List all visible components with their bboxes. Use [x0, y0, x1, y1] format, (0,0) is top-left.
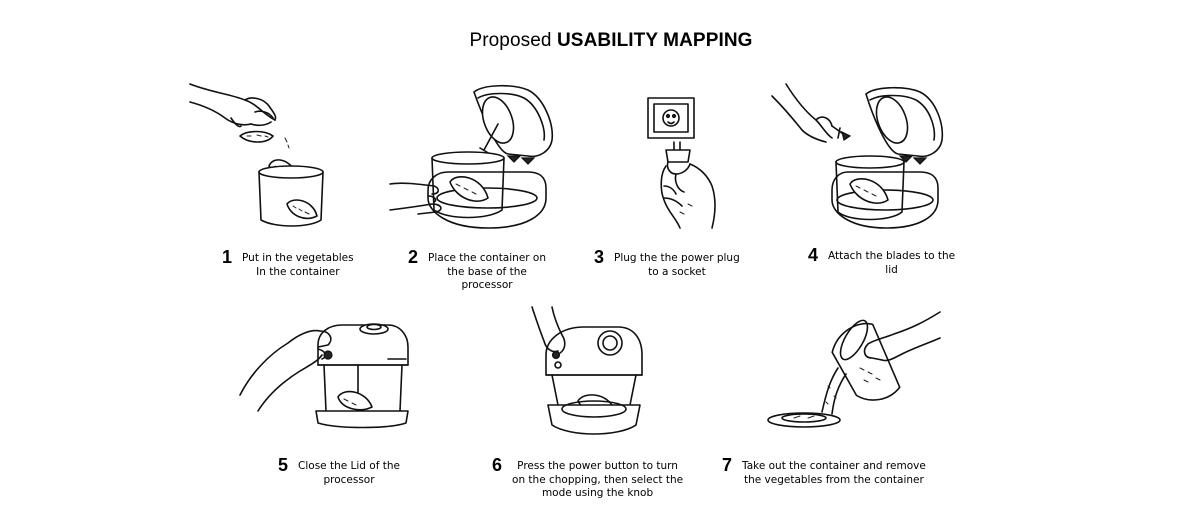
step-5-caption: 5 Close the Lid of the processor: [278, 456, 400, 487]
step-6-number: 6: [492, 455, 503, 475]
step-2-number: 2: [408, 247, 419, 267]
step-3-caption: 3 Plug the the power plug to a socket: [594, 248, 740, 279]
step-1-text: Put in the vegetables In the container: [242, 252, 354, 278]
step-2-caption: 2 Place the container on the base of the…: [408, 248, 547, 293]
press-power-button-icon: [522, 305, 652, 440]
plug-into-socket-icon: [640, 94, 750, 244]
step-7-number: 7: [722, 455, 733, 475]
attach-blades-icon: [762, 80, 952, 240]
step-5-text: Close the Lid of the processor: [298, 460, 400, 486]
step-3-text: Plug the the power plug to a socket: [614, 252, 740, 278]
title-bold: USABILITY MAPPING: [556, 30, 753, 51]
hand-dropping-vegetables-icon: [185, 72, 345, 232]
step-1-number: 1: [222, 247, 233, 267]
step-7-text: Take out the container and remove the ve…: [742, 460, 926, 486]
page-title: Proposed USABILITY MAPPING: [0, 30, 1200, 52]
step-4-number: 4: [808, 245, 819, 265]
step-7-caption: 7 Take out the container and remove the …: [722, 456, 926, 487]
close-lid-icon: [238, 315, 418, 430]
step-4-caption: 4 Attach the blades to the lid: [808, 246, 956, 277]
step-6-text: Press the power button to turn on the ch…: [512, 460, 684, 499]
step-3-number: 3: [594, 247, 605, 267]
step-2-text: Place the container on the base of the p…: [428, 252, 547, 291]
container-on-base-icon: [388, 80, 568, 240]
step-1-caption: 1 Put in the vegetables In the container: [222, 248, 354, 279]
pour-vegetables-icon: [764, 308, 944, 433]
title-normal: Proposed: [469, 30, 552, 51]
step-6-caption: 6 Press the power button to turn on the …: [492, 456, 684, 501]
step-5-number: 5: [278, 455, 289, 475]
step-4-text: Attach the blades to the lid: [828, 250, 956, 276]
